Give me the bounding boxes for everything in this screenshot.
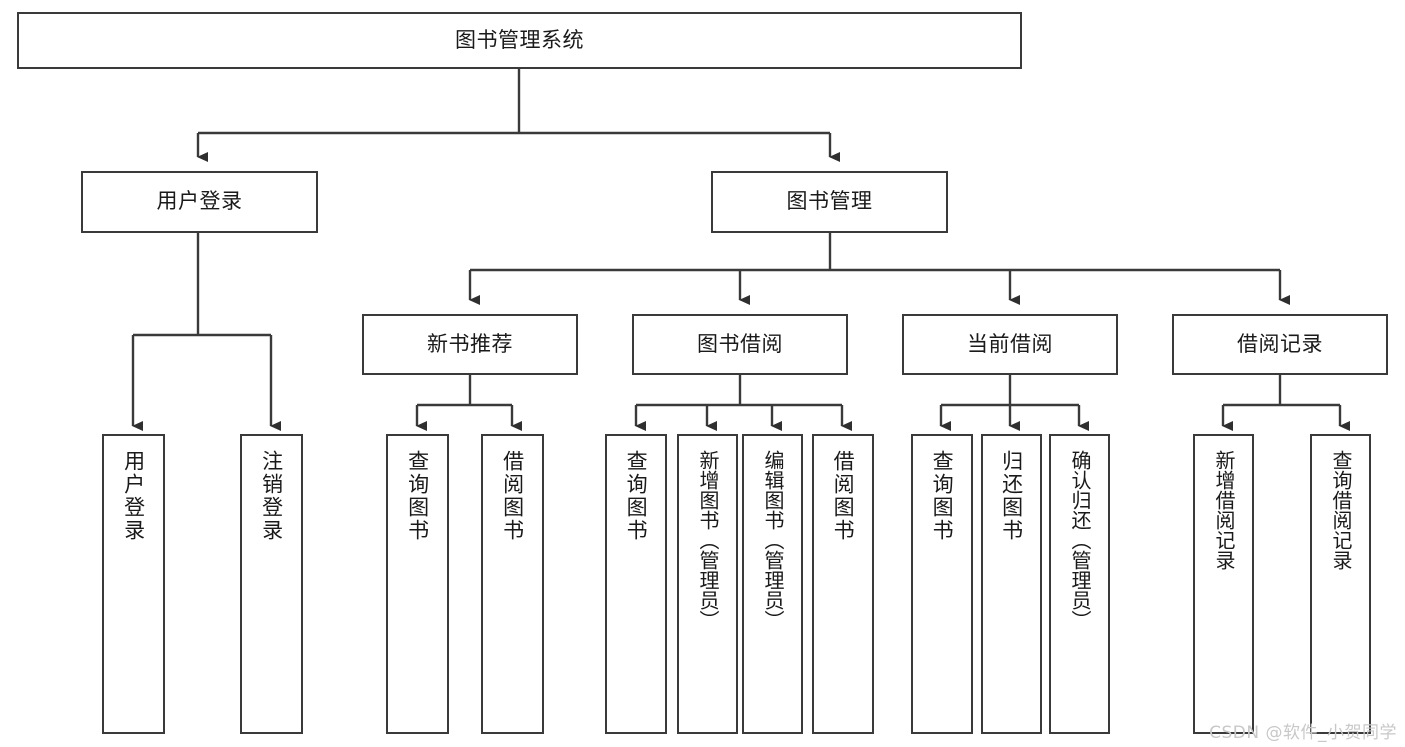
node-label: 新增图书（管理员） bbox=[696, 450, 720, 630]
node-label: 查询图书 bbox=[624, 450, 649, 542]
leaf-new-book-borrow-book[interactable]: 借阅图书 bbox=[481, 434, 544, 734]
node-label: 确认归还（管理员） bbox=[1068, 450, 1092, 630]
node-label: 借阅图书 bbox=[831, 450, 856, 542]
node-label: 当前借阅 bbox=[967, 331, 1053, 356]
leaf-user-login-do-login[interactable]: 用户登录 bbox=[102, 434, 165, 734]
leaf-book-borrow-edit-book-admin[interactable]: 编辑图书（管理员） bbox=[742, 434, 803, 734]
node-label: 查询图书 bbox=[405, 450, 430, 542]
node-user-login[interactable]: 用户登录 bbox=[81, 171, 318, 233]
leaf-book-borrow-query-book[interactable]: 查询图书 bbox=[605, 434, 667, 734]
node-new-book-recommend[interactable]: 新书推荐 bbox=[362, 314, 578, 375]
node-current-borrow[interactable]: 当前借阅 bbox=[902, 314, 1118, 375]
node-label: 图书管理系统 bbox=[455, 27, 584, 52]
node-label: 借阅图书 bbox=[500, 450, 525, 542]
node-book-borrow[interactable]: 图书借阅 bbox=[632, 314, 848, 375]
leaf-current-borrow-return-book[interactable]: 归还图书 bbox=[981, 434, 1042, 734]
node-label: 用户登录 bbox=[121, 450, 146, 542]
leaf-user-login-logout[interactable]: 注销登录 bbox=[240, 434, 303, 734]
node-label: 新书推荐 bbox=[427, 331, 513, 356]
node-label: 新增借阅记录 bbox=[1212, 450, 1236, 570]
node-label: 用户登录 bbox=[156, 189, 243, 214]
node-label: 查询图书 bbox=[930, 450, 955, 542]
node-root-library-system[interactable]: 图书管理系统 bbox=[17, 12, 1022, 69]
leaf-new-book-query-book[interactable]: 查询图书 bbox=[386, 434, 449, 734]
leaf-borrow-record-query-record[interactable]: 查询借阅记录 bbox=[1310, 434, 1371, 734]
leaf-current-borrow-query-book[interactable]: 查询图书 bbox=[911, 434, 973, 734]
node-borrow-record[interactable]: 借阅记录 bbox=[1172, 314, 1388, 375]
node-book-management[interactable]: 图书管理 bbox=[711, 171, 948, 233]
node-label: 图书管理 bbox=[786, 189, 873, 214]
node-label: 查询借阅记录 bbox=[1329, 450, 1353, 570]
leaf-borrow-record-add-record[interactable]: 新增借阅记录 bbox=[1193, 434, 1254, 734]
node-label: 注销登录 bbox=[259, 450, 284, 542]
leaf-book-borrow-borrow-book[interactable]: 借阅图书 bbox=[812, 434, 874, 734]
node-label: 借阅记录 bbox=[1237, 331, 1323, 356]
node-label: 编辑图书（管理员） bbox=[761, 450, 785, 630]
leaf-book-borrow-add-book-admin[interactable]: 新增图书（管理员） bbox=[677, 434, 738, 734]
node-label: 归还图书 bbox=[999, 450, 1024, 542]
leaf-current-borrow-confirm-return-admin[interactable]: 确认归还（管理员） bbox=[1049, 434, 1110, 734]
node-label: 图书借阅 bbox=[697, 331, 783, 356]
